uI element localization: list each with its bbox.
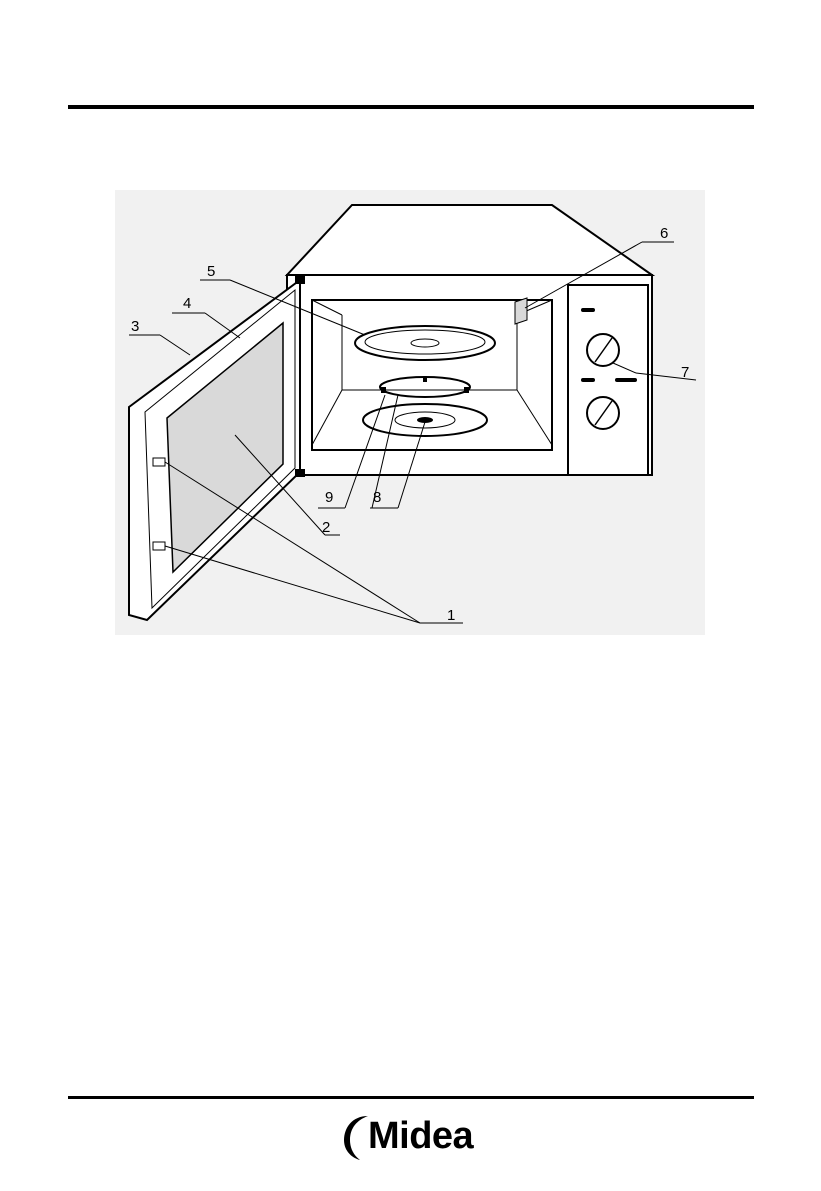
callout-3: 3: [131, 318, 139, 335]
callout-2: 2: [322, 519, 330, 536]
header-rule: [68, 105, 754, 109]
brand-name: Midea: [368, 1112, 473, 1160]
midea-logo: Midea: [338, 1106, 498, 1164]
callout-4: 4: [183, 295, 191, 312]
footer-rule: [68, 1096, 754, 1099]
glass-tray: [355, 326, 495, 360]
callout-9: 9: [325, 489, 333, 506]
door-latch-upper: [153, 458, 165, 466]
callout-8: 8: [373, 489, 381, 506]
microwave-diagram: 1 2 3 4 5 6 7 8 9: [115, 190, 705, 635]
callout-6: 6: [660, 225, 668, 242]
callout-5: 5: [207, 263, 215, 280]
callout-7: 7: [681, 364, 689, 381]
callout-1: 1: [447, 607, 455, 624]
door-latch-lower: [153, 542, 165, 550]
waveguide-cover: [515, 298, 527, 324]
